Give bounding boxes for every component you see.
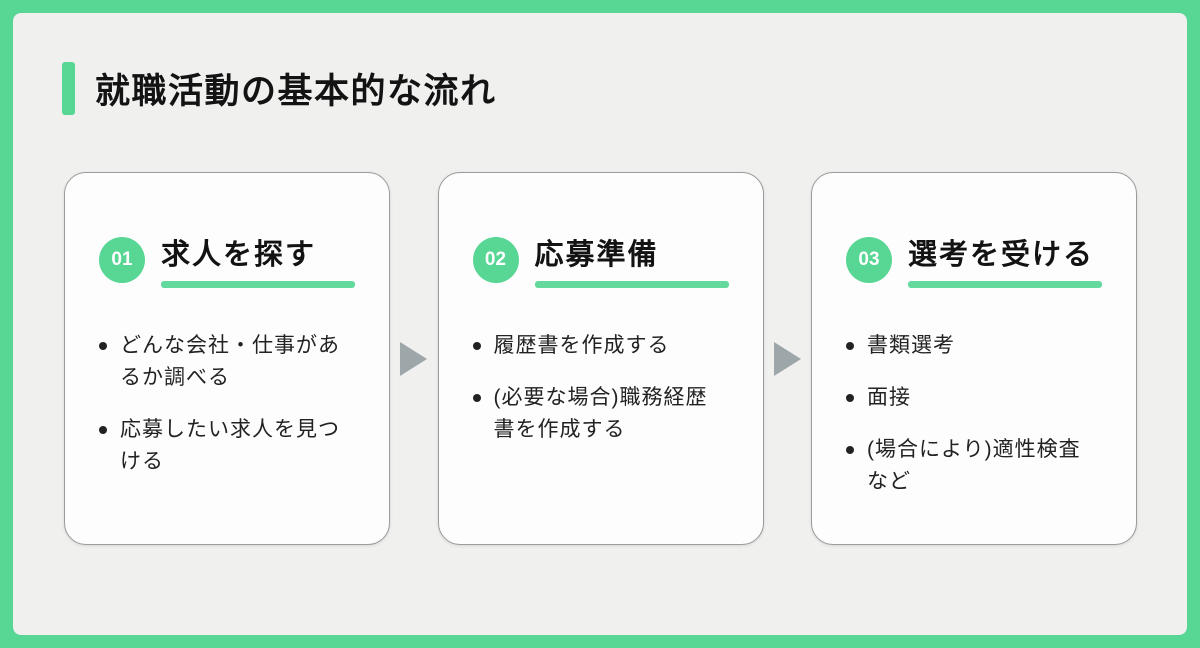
bullet-dot-icon <box>99 342 107 350</box>
arrow-gap-2 <box>764 172 812 545</box>
step-title-underline <box>534 281 729 288</box>
list-item: (場合により)適性検査など <box>846 434 1102 498</box>
list-item: 面接 <box>846 382 1102 414</box>
bullet-dot-icon <box>846 445 854 454</box>
step-card-2: 02 応募準備 履歴書を作成する (必要な場合)職務経歴書を作成する <box>437 172 764 545</box>
step-title: 応募準備 <box>534 239 659 271</box>
step-bullet-list: どんな会社・仕事があるか調べる 応募したい求人を見つける <box>99 330 355 478</box>
step-title-wrap: 求人を探す <box>161 231 355 288</box>
step-card-2-header: 02 応募準備 <box>472 231 729 288</box>
arrow-gap-1 <box>390 172 438 545</box>
bullet-dot-icon <box>846 342 854 350</box>
bullet-dot-icon <box>472 342 481 350</box>
page-title: 就職活動の基本的な流れ <box>95 72 497 111</box>
list-item: (必要な場合)職務経歴書を作成する <box>472 382 729 446</box>
bullet-dot-icon <box>846 393 854 402</box>
arrow-right-icon <box>400 341 428 376</box>
step-number-badge: 02 <box>472 236 519 283</box>
list-item: 書類選考 <box>846 330 1102 362</box>
step-bullet-list: 書類選考 面接 (場合により)適性検査など <box>846 330 1102 498</box>
step-title-wrap: 応募準備 <box>534 231 729 288</box>
step-title-underline <box>161 281 355 288</box>
bullet-dot-icon <box>99 425 107 434</box>
bullet-text: (場合により)適性検査など <box>867 437 1081 493</box>
title-accent-bar <box>62 62 75 115</box>
step-title-wrap: 選考を受ける <box>908 231 1102 288</box>
bullet-text: 応募したい求人を見つける <box>120 417 340 473</box>
step-number-badge: 03 <box>846 236 892 283</box>
step-card-3: 03 選考を受ける 書類選考 面接 (場合により)適性検査など <box>811 172 1137 545</box>
step-card-3-header: 03 選考を受ける <box>846 231 1102 288</box>
step-card-1: 01 求人を探す どんな会社・仕事があるか調べる 応募したい求人を見つける <box>64 172 390 545</box>
page-header: 就職活動の基本的な流れ <box>62 62 1187 115</box>
list-item: どんな会社・仕事があるか調べる <box>99 330 355 394</box>
step-title-underline <box>908 281 1102 288</box>
bullet-text: 書類選考 <box>867 334 955 357</box>
list-item: 応募したい求人を見つける <box>99 414 355 478</box>
slide-background: 就職活動の基本的な流れ 01 求人を探す どんな会社・仕事があるか調べる 応募し… <box>13 13 1187 635</box>
bullet-text: どんな会社・仕事があるか調べる <box>120 334 340 389</box>
bullet-text: 履歴書を作成する <box>493 334 670 357</box>
step-number-badge: 01 <box>99 236 145 283</box>
list-item: 履歴書を作成する <box>472 330 729 362</box>
bullet-dot-icon <box>472 393 481 402</box>
arrow-right-icon <box>773 341 801 376</box>
step-title: 選考を受ける <box>908 239 1095 271</box>
bullet-text: 面接 <box>867 385 911 409</box>
step-bullet-list: 履歴書を作成する (必要な場合)職務経歴書を作成する <box>472 330 729 446</box>
step-card-1-header: 01 求人を探す <box>99 231 355 288</box>
bullet-text: (必要な場合)職務経歴書を作成する <box>493 385 708 441</box>
step-title: 求人を探す <box>161 239 317 271</box>
steps-board: 01 求人を探す どんな会社・仕事があるか調べる 応募したい求人を見つける <box>64 172 1137 545</box>
